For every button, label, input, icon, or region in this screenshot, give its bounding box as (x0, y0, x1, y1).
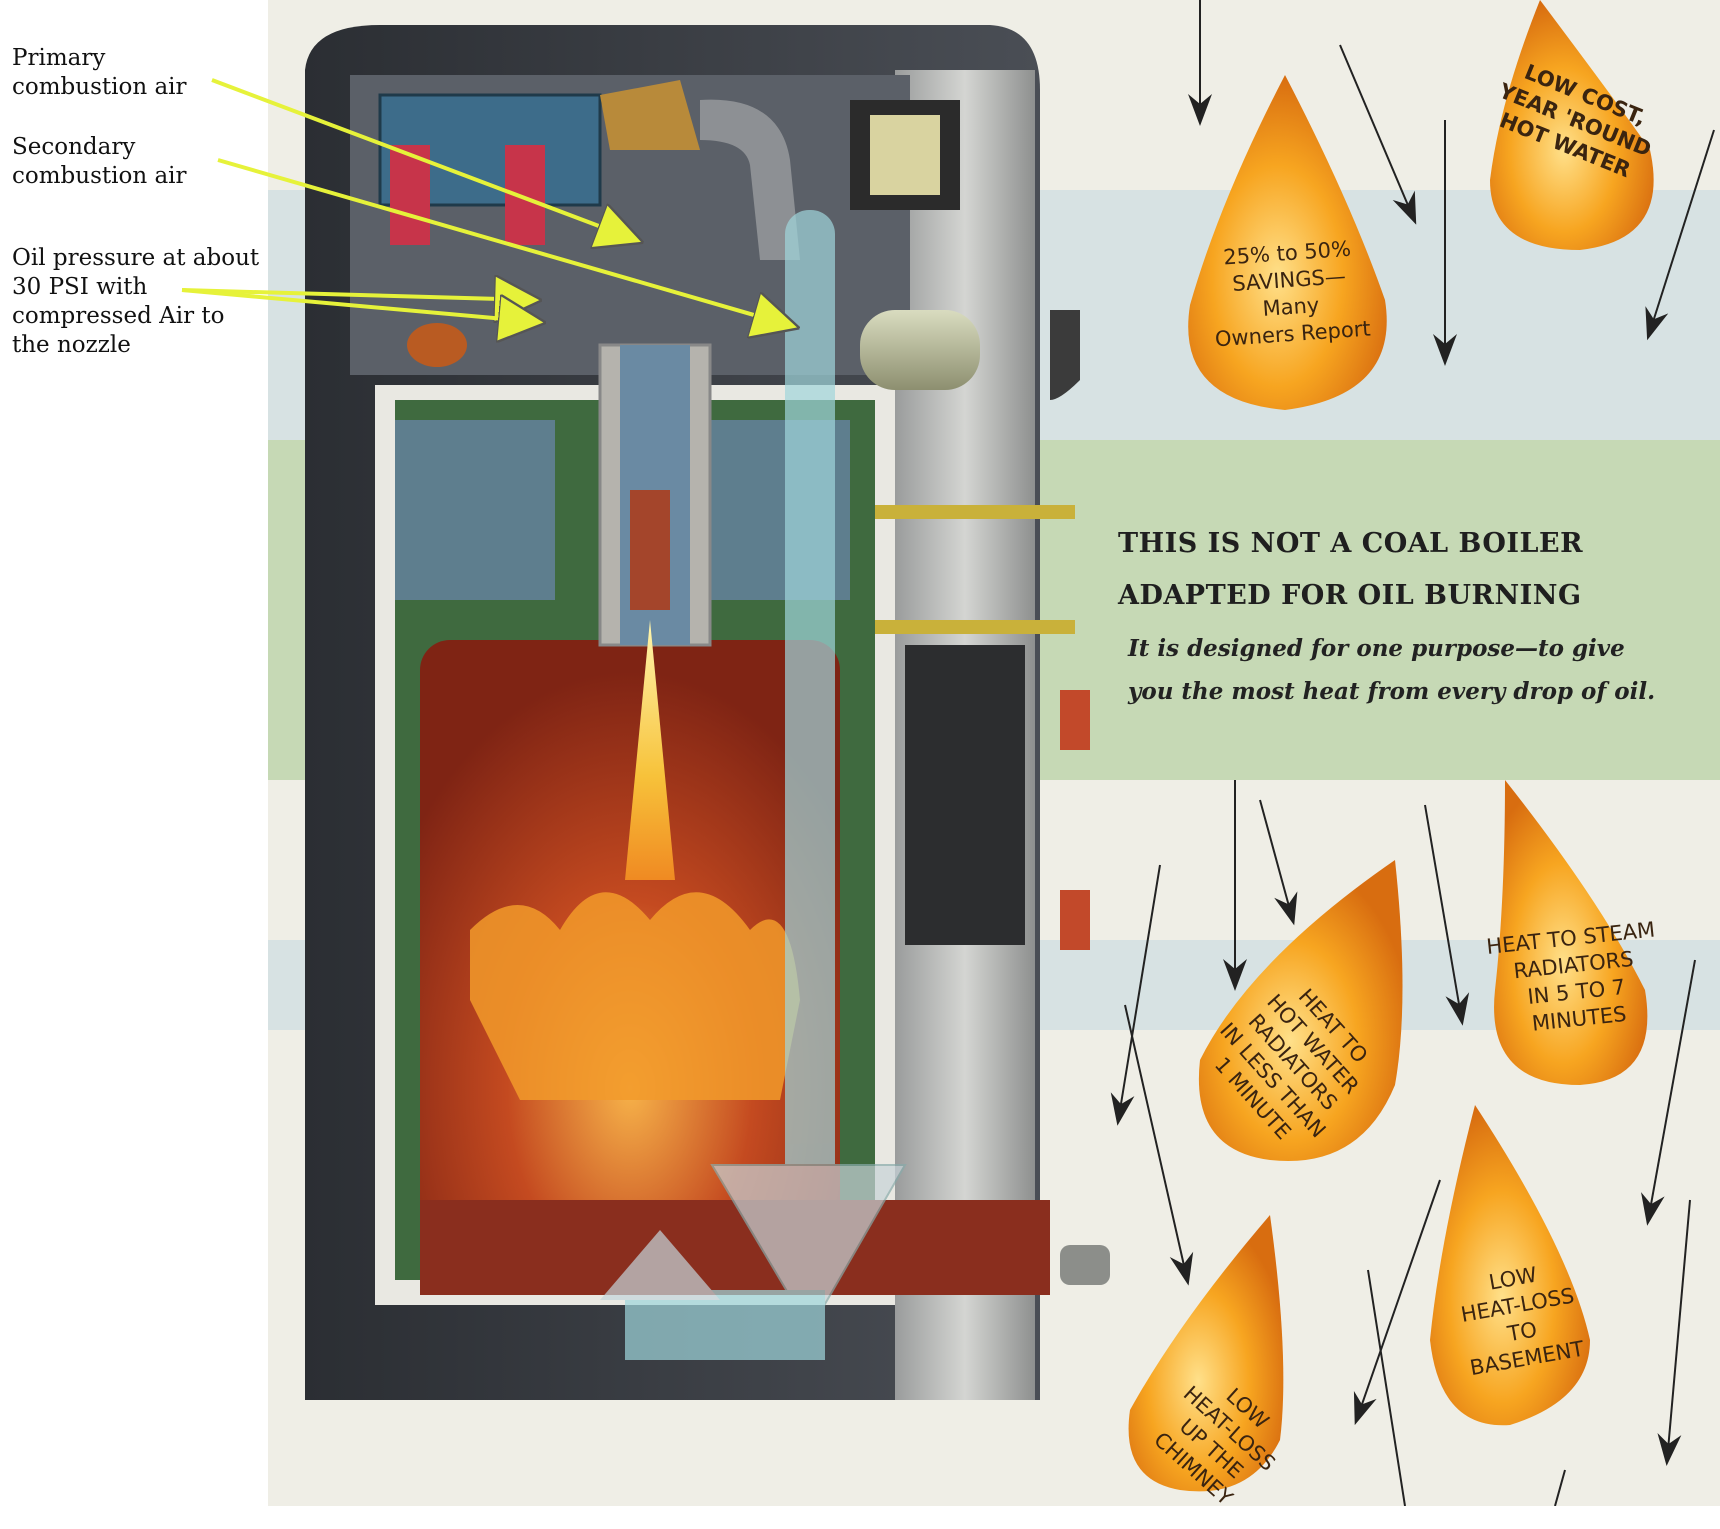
subline-2: you the most heat from every drop of oil… (1128, 678, 1656, 705)
flame-swirl (470, 892, 800, 1100)
secondary-air-label: Secondary combustion air (12, 134, 187, 189)
secondary-air-arrow (217, 158, 792, 326)
drop-savings (1188, 75, 1387, 410)
drop-steam (1494, 780, 1648, 1085)
oil-pressure-arrow-1 (181, 290, 534, 300)
drop-chimney (1128, 1215, 1284, 1492)
oil-pressure-label: Oil pressure at about 30 PSI with compre… (12, 245, 260, 358)
flue-gas-arrow (600, 210, 907, 1360)
flue-collector (420, 1200, 1050, 1295)
headline-line-2: ADAPTED FOR OIL BURNING (1118, 580, 1582, 611)
oil-drops (1128, 0, 1654, 1492)
burner-assembly (378, 80, 960, 1100)
headline-line-1: THIS IS NOT A COAL BOILER (1118, 528, 1584, 559)
drop-steam-text: HEAT TO STEAM RADIATORS IN 5 TO 7 MINUTE… (1485, 917, 1657, 1036)
oil-spray-flame (625, 620, 675, 880)
primary-air-arrow (211, 78, 636, 240)
callout-arrows (181, 78, 792, 326)
boiler-fittings (860, 310, 1110, 1285)
drop-low-cost (1490, 0, 1654, 250)
oil-pressure-arrow-2 (181, 288, 538, 322)
drop-hot-water (1198, 860, 1403, 1162)
decorative-arrows (1110, 0, 1715, 1507)
drop-savings-text: 25% to 50% SAVINGS— Many Owners Report (1214, 236, 1372, 352)
drop-basement (1430, 1105, 1590, 1426)
primary-air-label: Primary combustion air (12, 45, 187, 100)
subline-1: It is designed for one purpose—to give (1128, 635, 1625, 662)
